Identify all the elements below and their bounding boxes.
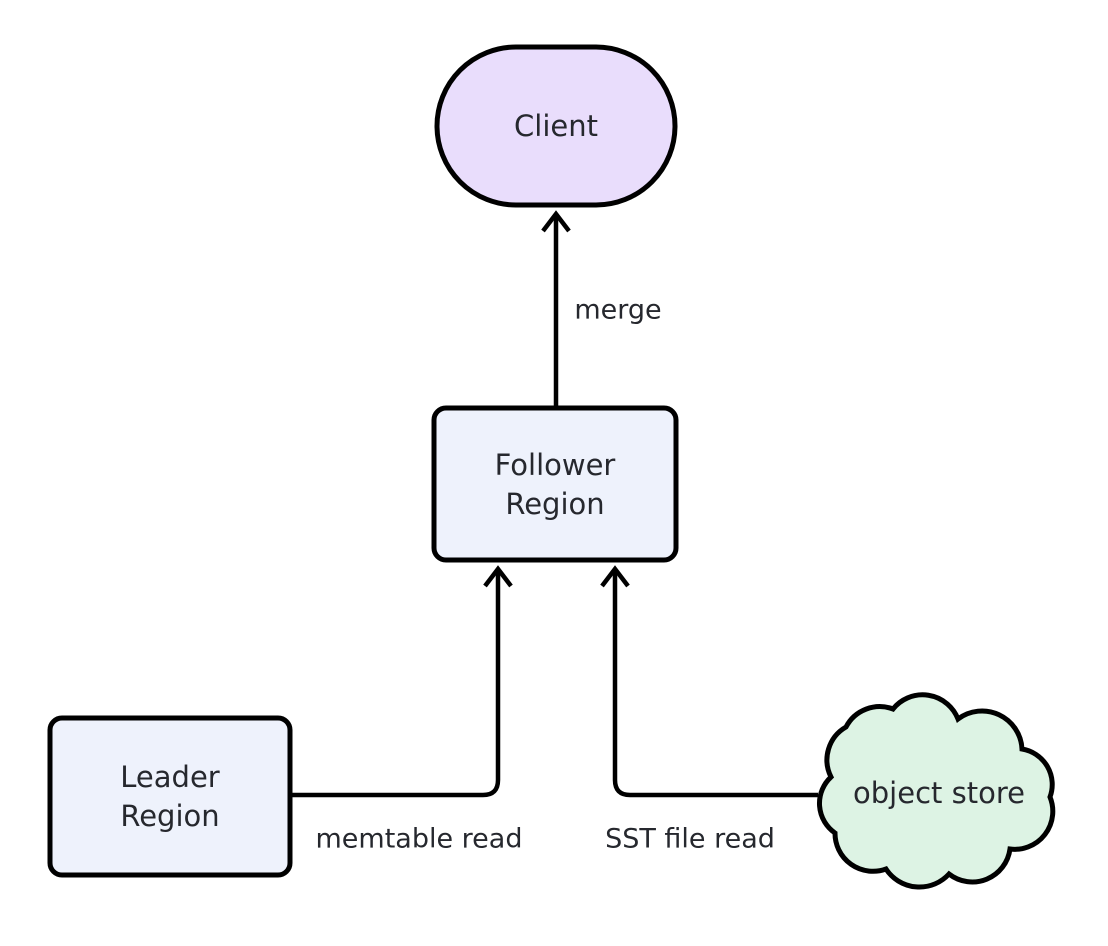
node-object-store[interactable]: object store bbox=[816, 692, 1056, 890]
leader-region-label-line2: Region bbox=[120, 799, 219, 833]
edge-sst-file-read-arrowhead bbox=[600, 565, 630, 588]
edge-merge-arrowhead bbox=[541, 210, 571, 233]
edge-label-sst-file-read: SST file read bbox=[605, 824, 775, 855]
edge-label-sst-file-read-group: SST file read bbox=[600, 820, 780, 858]
object-store-label: object store bbox=[853, 776, 1025, 810]
follower-region-shape bbox=[431, 405, 679, 563]
client-label: Client bbox=[514, 109, 598, 143]
node-leader-region[interactable]: Leader Region bbox=[47, 715, 293, 878]
edge-label-merge-backdrop bbox=[566, 291, 670, 329]
follower-region-label-line1: Follower bbox=[495, 448, 616, 482]
node-follower-region[interactable]: Follower Region bbox=[431, 405, 679, 563]
object-store-cloud-shape bbox=[816, 692, 1056, 890]
edge-memtable-read bbox=[291, 565, 513, 798]
client-shape bbox=[434, 44, 678, 208]
edge-memtable-read-arrowhead bbox=[483, 565, 513, 588]
follower-region-label-line2: Region bbox=[505, 487, 604, 521]
edge-label-merge: merge bbox=[574, 295, 661, 326]
leader-region-label-line1: Leader bbox=[120, 760, 220, 794]
leader-region-shape bbox=[47, 715, 293, 878]
edge-label-memtable-read: memtable read bbox=[316, 824, 523, 855]
edge-sst-file-read bbox=[600, 565, 818, 798]
edge-label-memtable-read-backdrop bbox=[312, 820, 526, 858]
edge-label-memtable-read-group: memtable read bbox=[312, 820, 526, 858]
edge-sst-file-read-line bbox=[612, 570, 818, 798]
edge-merge bbox=[541, 210, 571, 408]
edge-label-merge-group: merge bbox=[566, 291, 670, 329]
edge-memtable-read-line bbox=[291, 570, 501, 798]
node-client[interactable]: Client bbox=[434, 44, 678, 208]
edge-label-sst-file-read-backdrop bbox=[600, 820, 780, 858]
